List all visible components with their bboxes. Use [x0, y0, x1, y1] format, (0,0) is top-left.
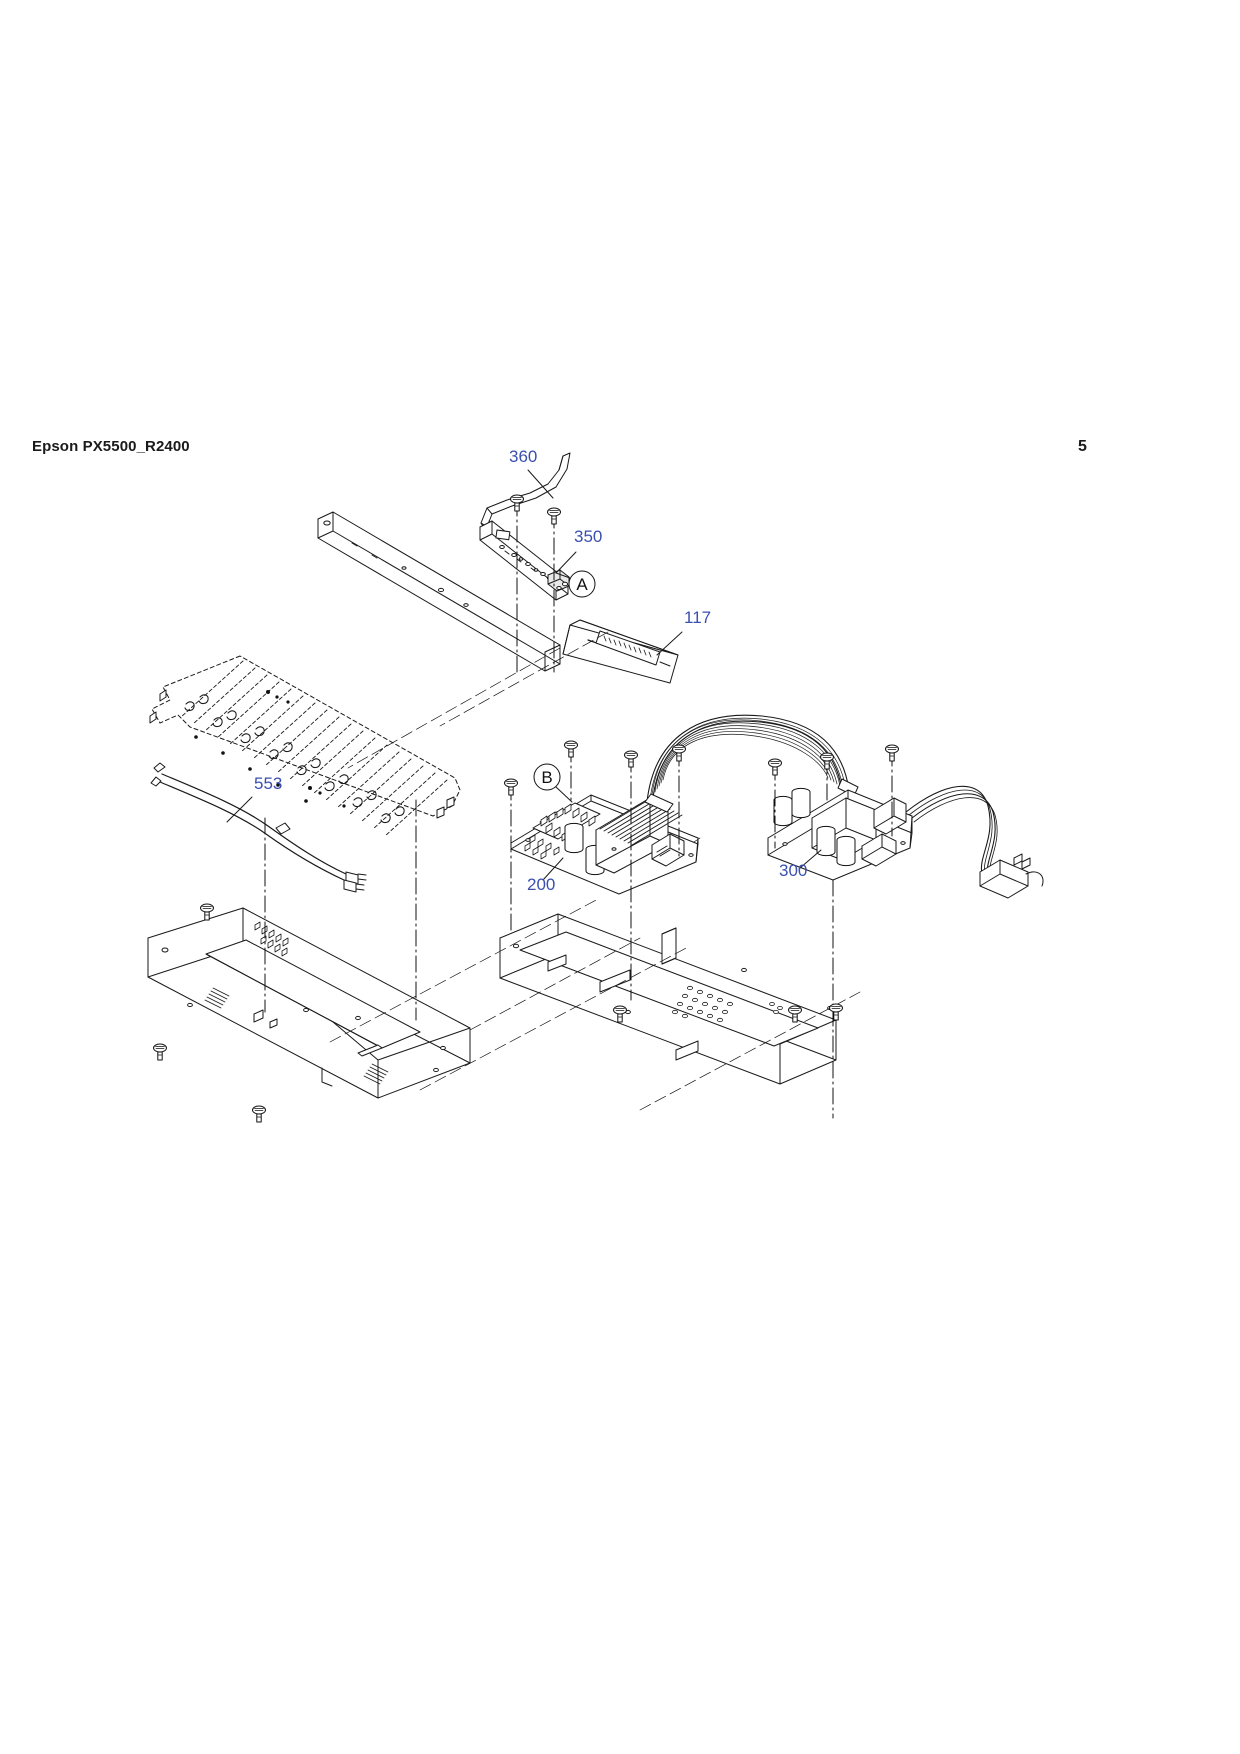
page-number: 5: [1078, 438, 1087, 455]
label-text-layer: 360 350 117 553 200 300 A B: [254, 447, 807, 894]
lower-left-chassis: [147, 907, 471, 1099]
upper-guide-rail: [317, 511, 561, 672]
lower-right-chassis: [499, 913, 837, 1085]
roller-spring-array: [149, 655, 461, 837]
assembly-axis-lines: [264, 499, 893, 1119]
part-label-350: 350: [574, 527, 602, 546]
callout-letter-b: B: [541, 768, 552, 787]
part-117-guide-bar: [562, 619, 679, 684]
ac-power-cord: [905, 785, 1044, 899]
part-label-553: 553: [254, 774, 282, 793]
part-label-117: 117: [684, 608, 711, 627]
part-label-200: 200: [527, 875, 555, 894]
callout-letter-a: A: [576, 575, 588, 594]
page-title: Epson PX5500_R2400: [32, 438, 190, 455]
part-label-300: 300: [779, 861, 807, 880]
part-553-cable-harness: [150, 762, 367, 893]
part-300-power-board: [767, 787, 913, 881]
label-leader-lines: [226, 469, 822, 881]
callout-circle-A: [568, 570, 596, 598]
part-label-360: 360: [509, 447, 537, 466]
projection-lines: [329, 631, 861, 1111]
callout-circle-B: [533, 763, 561, 791]
